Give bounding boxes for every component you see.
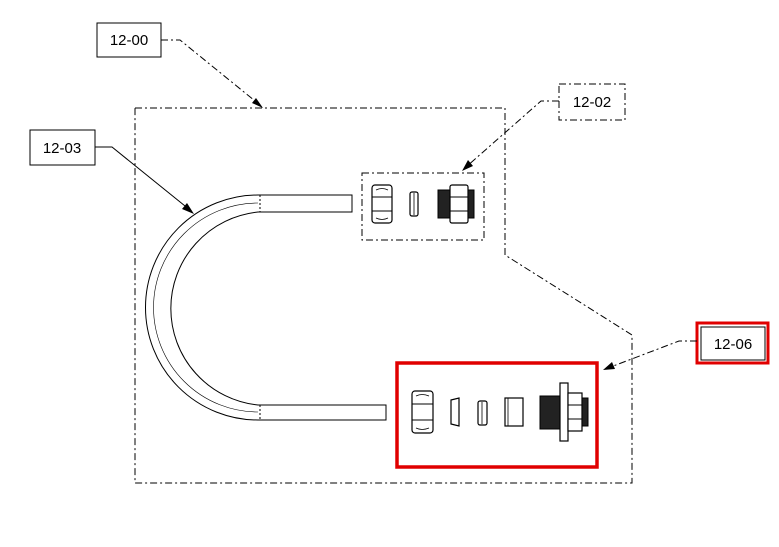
bottom-bulkhead-icon	[539, 382, 589, 442]
bottom-front-ferrule-icon	[477, 400, 488, 426]
callout-12-02-arrowhead	[462, 160, 473, 171]
callout-12-06-arrowhead	[603, 362, 615, 370]
callout-12-03-arrowhead	[182, 203, 194, 214]
top-connector-icon	[437, 184, 475, 224]
callout-12-06-label: 12-06	[714, 336, 752, 353]
u-tube-centerline	[153, 202, 259, 413]
top-nut-icon	[371, 184, 393, 224]
bottom-kit-parts	[411, 382, 589, 442]
top-ferrule-icon	[409, 191, 419, 217]
callout-12-03-label: 12-03	[43, 140, 81, 157]
bottom-back-ferrule-icon	[450, 397, 460, 427]
callout-12-02[interactable]: 12-02	[462, 83, 626, 171]
callout-12-02-leader	[465, 100, 559, 168]
callout-12-00-arrowhead	[252, 98, 263, 108]
bottom-nut-icon	[411, 390, 434, 434]
u-tube-outline	[145, 194, 387, 421]
top-kit-parts	[371, 184, 475, 224]
callout-12-06[interactable]: 12-06	[603, 321, 770, 370]
callout-12-06-leader	[607, 340, 697, 369]
callout-12-00-label: 12-00	[110, 32, 148, 49]
callout-12-00[interactable]: 12-00	[96, 22, 263, 108]
bottom-kit-highlight[interactable]	[395, 361, 599, 469]
callout-12-03[interactable]: 12-03	[29, 129, 194, 214]
callout-12-02-box	[558, 83, 626, 121]
top-kit-boundary	[361, 172, 485, 241]
callout-12-00-leader	[161, 39, 261, 106]
callout-12-02-label: 12-02	[573, 94, 611, 111]
assembly-boundary	[134, 107, 633, 484]
u-tube	[145, 194, 387, 421]
bottom-insert-icon	[504, 397, 524, 427]
callout-12-03-leader	[95, 146, 191, 211]
callout-12-06-highlight	[695, 321, 770, 365]
callout-12-06-box	[700, 326, 766, 361]
